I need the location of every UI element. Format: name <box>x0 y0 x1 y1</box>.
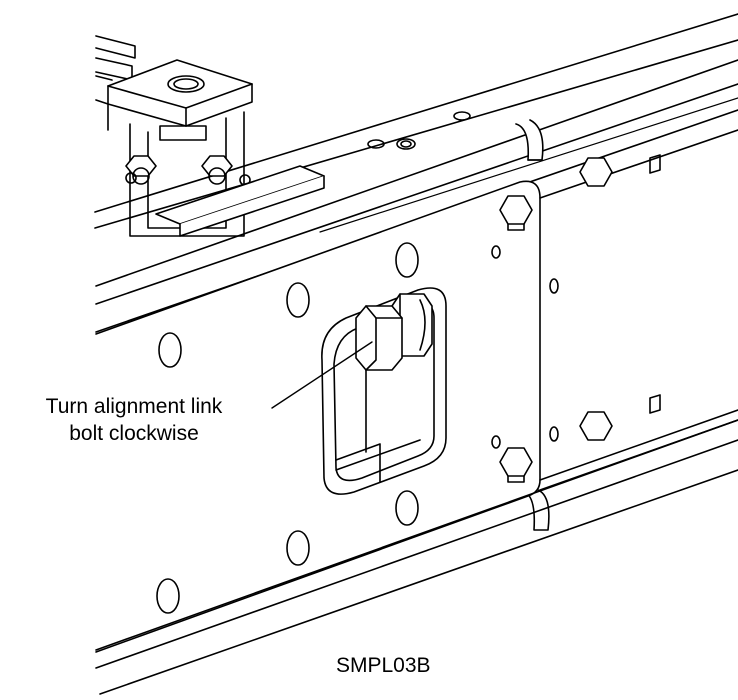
hex-bolts <box>499 157 613 483</box>
callout-label: Turn alignment link bolt clockwise <box>0 393 268 447</box>
callout-leader-line <box>271 341 373 409</box>
figure-id: SMPL03B <box>336 654 431 677</box>
callout-line-2: bolt clockwise <box>69 422 199 445</box>
plate-holes <box>156 154 661 614</box>
rail-joints <box>515 119 550 531</box>
callout-line-1: Turn alignment link <box>45 395 223 418</box>
rail-studs <box>367 111 471 150</box>
alignment-link-bolt <box>355 293 433 371</box>
lower-rail <box>95 419 738 695</box>
top-bracket <box>95 35 325 237</box>
